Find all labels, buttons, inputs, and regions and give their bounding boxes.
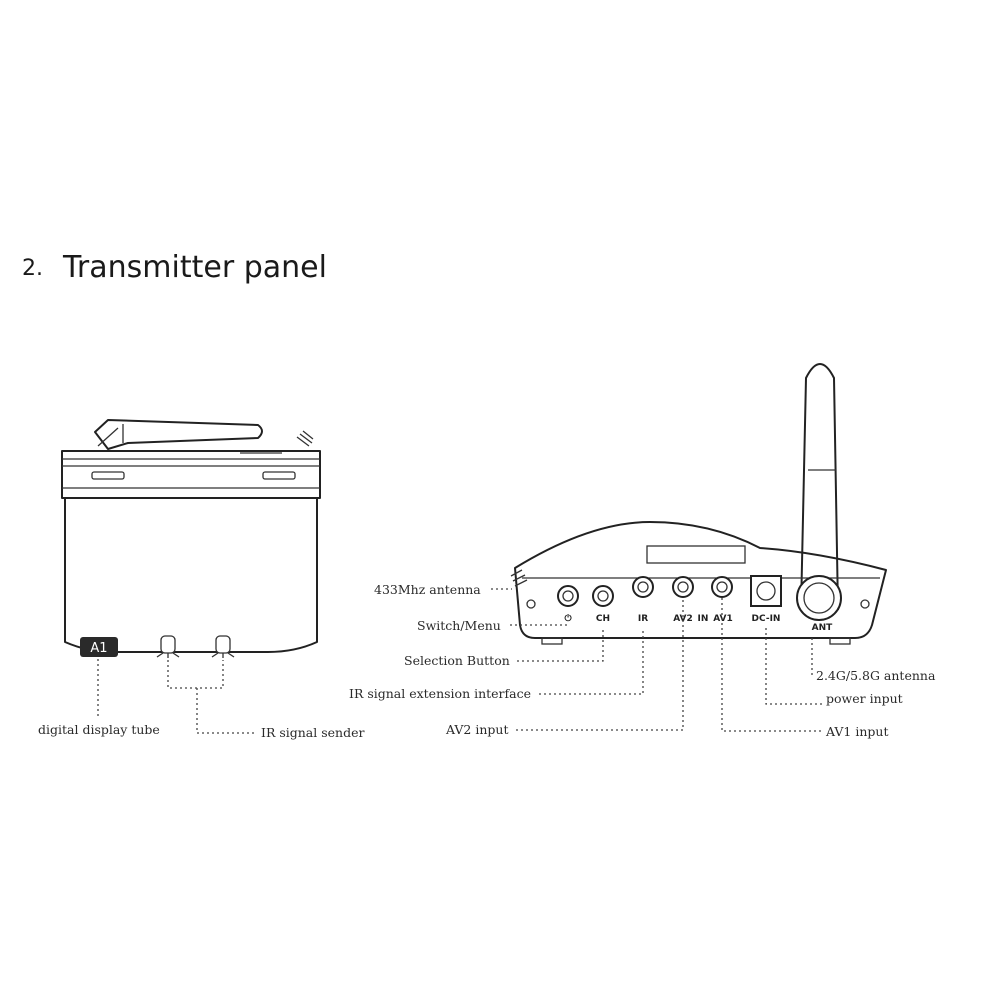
port-label-ant: ANT [812,623,833,633]
power-switch-port [557,585,579,607]
label-ir-extension: IR signal extension interface [349,686,531,701]
dcin-port [750,575,782,607]
ir-sender-left [156,635,180,658]
rear-view-device: ⏻ CH IR AV2 IN AV1 DC-IN ANT [510,363,887,645]
leader-power-input [765,628,823,705]
port-label-av1: AV1 [713,614,733,624]
ir-sender-right [211,635,235,658]
av2-port [672,576,694,598]
ir-port [632,576,654,598]
front-vent-right [262,471,296,480]
port-label-ch: CH [596,614,610,624]
label-digital-display-tube: digital display tube [38,722,160,737]
ch-button-port [592,585,614,607]
label-switch-menu: Switch/Menu [417,618,501,633]
ant-port [796,575,842,621]
rear-small-antenna [510,569,528,587]
heading-number: 2. [22,256,43,281]
rear-foot-left [541,637,563,645]
leader-ir-sender [196,688,254,734]
leader-selection [517,628,604,662]
label-av1-input: AV1 input [825,724,888,739]
front-vent-left [91,471,125,480]
rear-display-window [646,545,746,564]
display-tube [80,637,118,657]
front-top-housing [61,450,321,499]
front-view-device: A1 [61,419,321,734]
port-label-av2: AV2 [673,614,693,624]
label-selection-button: Selection Button [404,653,510,668]
label-av2-input: AV2 input [445,722,508,737]
av1-port [711,576,733,598]
front-antenna [94,419,263,450]
rear-antenna [800,363,839,611]
display-tube-text: A1 [90,641,107,656]
label-ir-signal-sender: IR signal sender [261,725,364,740]
label-24g-antenna: 2.4G/5.8G antenna [816,668,936,683]
front-body [64,497,318,653]
label-433-antenna: 433Mhz antenna [374,582,481,597]
leader-ir-bracket [167,660,224,689]
port-label-ir: IR [638,614,648,624]
port-label-in: IN [698,614,709,624]
rear-foot-right [829,637,851,645]
leader-av1-input [721,598,823,732]
leader-av2-input [516,598,684,731]
heading-title: Transmitter panel [62,250,327,285]
rear-body [514,521,887,639]
port-label-power: ⏻ [564,613,572,624]
front-small-antenna [296,430,314,447]
label-power-input: power input [826,691,903,706]
port-label-dcin: DC-IN [752,614,781,624]
